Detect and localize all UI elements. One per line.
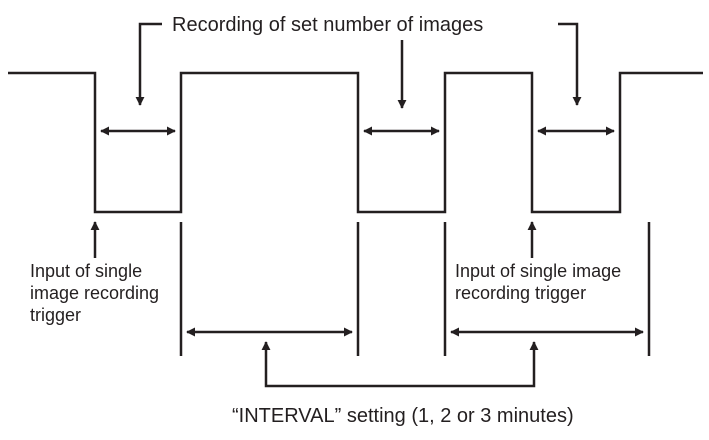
signal-waveform [8,71,703,214]
trigger-label-left-line: trigger [30,305,82,325]
interval-setting-label: “INTERVAL” setting (1, 2 or 3 minutes) [232,405,574,427]
trigger-label-left: Input of single image recording trigger [30,260,159,326]
recording-bracket-left [135,22,162,106]
trigger-label-right: Input of single image recording trigger [455,260,621,304]
trigger-label-right-line: Input of single image [455,261,622,281]
recording-bracket-right [558,22,582,106]
recording-label: Recording of set number of images [168,13,488,37]
interval-bracket [261,341,539,388]
trigger-label-left-line: image recording [30,283,160,303]
trigger-label-left-line: Input of single [30,261,143,281]
trigger-label-right-line: recording trigger [455,283,587,303]
